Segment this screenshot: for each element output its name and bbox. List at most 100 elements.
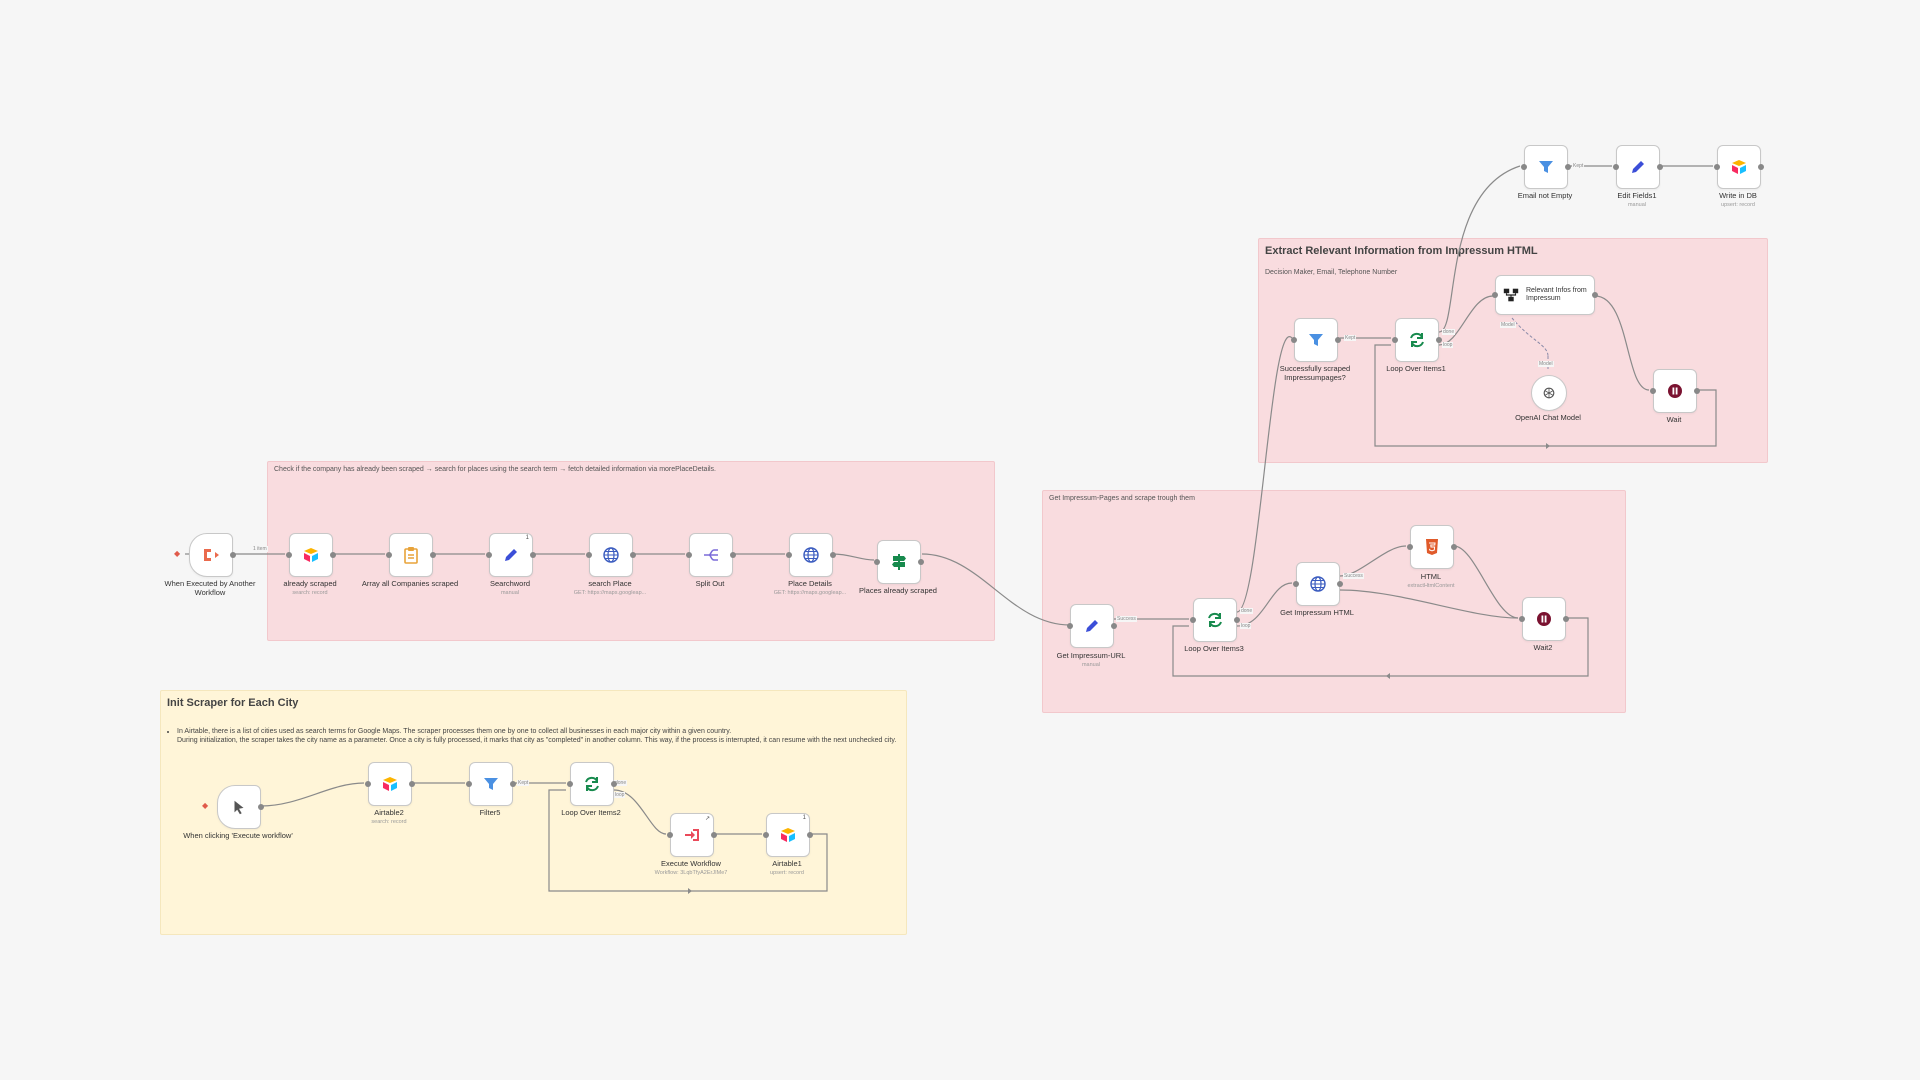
node-label: Email not Empty [1517,191,1573,200]
node-places-already[interactable] [877,540,921,584]
node-label: Airtable1 [772,859,802,868]
output-handle[interactable] [711,832,717,838]
output-handle[interactable] [230,552,236,558]
output-handle[interactable] [918,559,924,565]
output-handle[interactable] [1436,337,1442,343]
node-when-clicking[interactable] [217,785,261,829]
output-handle[interactable] [830,552,836,558]
node-get-impressum-url[interactable] [1070,604,1114,648]
output-handle[interactable] [1694,388,1700,394]
input-handle[interactable] [365,781,371,787]
output-handle[interactable] [1234,617,1240,623]
input-handle[interactable] [1407,544,1413,550]
input-handle[interactable] [286,552,292,558]
input-handle[interactable] [1521,164,1527,170]
output-handle[interactable] [409,781,415,787]
output-handle[interactable] [510,781,516,787]
output-handle[interactable] [1337,581,1343,587]
output-handle[interactable] [1565,164,1571,170]
node-label: Edit Fields1 [1617,191,1657,200]
node-when-executed[interactable] [189,533,233,577]
add-trigger-icon[interactable]: ◆ [174,549,181,558]
node-label: Place Details [788,579,832,588]
node-execute-workflow[interactable]: ↗ [670,813,714,857]
node-relevant-infos[interactable]: Relevant Infos from Impressum [1495,275,1595,315]
input-handle[interactable] [1293,581,1299,587]
node-label: Get Impressum-URL [1056,651,1126,660]
input-handle[interactable] [1392,337,1398,343]
node-label: already scraped [283,579,337,588]
node-loop-items2[interactable] [570,762,614,806]
output-handle[interactable] [330,552,336,558]
sticky-note-init-scraper[interactable]: Init Scraper for Each City In Airtable, … [160,690,907,935]
node-loop-items1[interactable] [1395,318,1439,362]
output-handle[interactable] [430,552,436,558]
node-place-details[interactable] [789,533,833,577]
input-handle[interactable] [1190,617,1196,623]
node-subtitle: upsert: record [1721,202,1755,208]
output-handle[interactable] [1563,616,1569,622]
output-handle[interactable] [1758,164,1764,170]
globe-icon [1308,574,1328,594]
node-label: When Executed by Another Workflow [164,579,256,597]
input-handle[interactable] [874,559,880,565]
input-handle[interactable] [1650,388,1656,394]
output-handle[interactable] [1451,544,1457,550]
input-handle[interactable] [486,552,492,558]
input-handle[interactable] [1519,616,1525,622]
input-handle[interactable] [1067,623,1073,629]
node-airtable1[interactable]: 1 [766,813,810,857]
node-wait[interactable] [1653,369,1697,413]
input-handle[interactable] [786,552,792,558]
add-trigger-icon[interactable]: ◆ [202,801,209,810]
edge-label-model: Model [1538,361,1554,367]
output-handle[interactable] [1657,164,1663,170]
output-handle[interactable] [258,804,264,810]
node-edit-fields1[interactable] [1616,145,1660,189]
input-handle[interactable] [686,552,692,558]
output-handle[interactable] [1592,292,1598,298]
node-already-scraped[interactable] [289,533,333,577]
node-searchword[interactable]: 1 [489,533,533,577]
node-loop-items3[interactable] [1193,598,1237,642]
node-search-place[interactable] [589,533,633,577]
input-handle[interactable] [567,781,573,787]
airtable-icon [301,545,321,565]
input-handle[interactable] [763,832,769,838]
output-handle[interactable] [630,552,636,558]
edge-label-success: Success [1116,616,1137,622]
node-filter5[interactable] [469,762,513,806]
cursor-icon [230,798,248,816]
node-split-out[interactable] [689,533,733,577]
input-handle[interactable] [1492,292,1498,298]
output-handle[interactable] [1111,623,1117,629]
input-handle[interactable] [667,832,673,838]
node-openai[interactable] [1531,375,1567,411]
node-array-companies[interactable] [389,533,433,577]
input-handle[interactable] [386,552,392,558]
node-airtable2[interactable] [368,762,412,806]
node-html[interactable] [1410,525,1454,569]
sticky-line-1: In Airtable, there is a list of cities u… [177,728,732,735]
node-write-db[interactable] [1717,145,1761,189]
node-wait2[interactable] [1522,597,1566,641]
node-label: Relevant Infos from Impressum [1526,287,1587,302]
node-get-impressum-html[interactable] [1296,562,1340,606]
node-successfully-scraped[interactable] [1294,318,1338,362]
output-handle[interactable] [611,781,617,787]
input-handle[interactable] [1714,164,1720,170]
input-handle[interactable] [1613,164,1619,170]
output-handle[interactable] [1335,337,1341,343]
sticky-subtitle: Decision Maker, Email, Telephone Number [1265,269,1398,276]
input-handle[interactable] [466,781,472,787]
input-handle[interactable] [1291,337,1297,343]
output-handle[interactable] [530,552,536,558]
node-email-not-empty[interactable] [1524,145,1568,189]
input-handle[interactable] [586,552,592,558]
output-handle[interactable] [807,832,813,838]
output-handle[interactable] [730,552,736,558]
node-label: Loop Over Items2 [561,808,621,817]
node-label: Successfully scraped Impressumpages? [1279,364,1351,382]
